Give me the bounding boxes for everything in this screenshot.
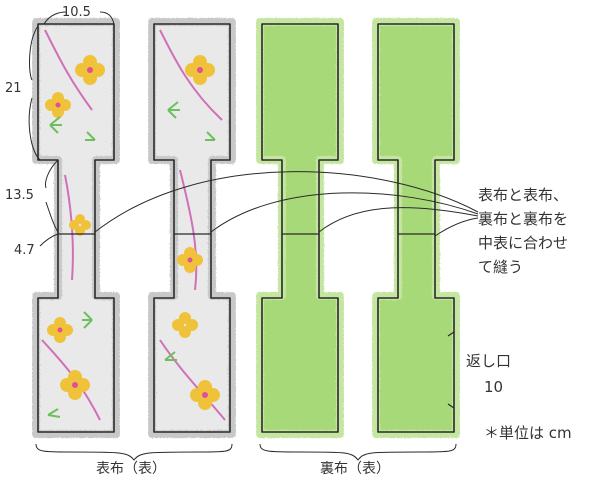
pink-stem	[179, 169, 198, 291]
lining-piece-1-texture	[256, 18, 344, 438]
flower	[185, 55, 215, 85]
leaf	[85, 131, 96, 141]
leaf	[205, 131, 216, 141]
callout-line	[434, 217, 479, 237]
brace-lining	[259, 443, 457, 461]
instruction-line-4: て縫う	[478, 258, 524, 276]
caption-outer: 表布（表）	[96, 461, 166, 477]
flower	[190, 380, 220, 410]
caption-lining: 裏布（表）	[320, 461, 390, 477]
flower	[177, 247, 203, 273]
lining-piece-1-outline	[261, 23, 339, 433]
leaf	[82, 311, 93, 329]
label-top-height: 21	[5, 81, 22, 96]
pink-stem	[44, 29, 93, 111]
lining-piece-2-outline	[377, 23, 455, 433]
label-top-width: 10.5	[62, 5, 91, 20]
instruction-text: 表布と表布、 裏布と裏布を 中表に合わせ て縫う	[478, 183, 568, 279]
label-opening-length: 10	[484, 378, 504, 396]
instruction-line-1: 表布と表布、	[478, 186, 569, 204]
flower	[69, 214, 91, 236]
label-opening: 返し口	[466, 352, 512, 370]
outer-fabric-piece-1	[32, 18, 120, 438]
flower	[60, 370, 90, 400]
opening-marker	[447, 331, 455, 409]
instruction-line-3: 中表に合わせ	[478, 234, 569, 252]
instruction-line-2: 裏布と裏布を	[478, 210, 569, 228]
lining-piece-2-texture	[372, 18, 460, 438]
flower	[75, 55, 105, 85]
dim-line-top-width	[43, 11, 115, 25]
dim-line-middle-width	[39, 233, 59, 247]
flower	[47, 317, 73, 343]
leaf	[49, 116, 62, 134]
leaf	[47, 408, 61, 418]
flower	[172, 312, 198, 338]
callout-line	[94, 171, 479, 233]
label-middle-height: 13.5	[5, 188, 34, 203]
leaf	[164, 351, 177, 361]
flower	[45, 92, 71, 118]
callout-line	[318, 207, 479, 233]
dim-line-middle-height	[45, 159, 59, 233]
outer-fabric-piece-2	[148, 18, 236, 438]
label-middle-width: 4.7	[14, 243, 35, 258]
outer-piece-2-outline	[153, 23, 231, 433]
lining-piece-2	[372, 18, 460, 438]
pink-stem	[159, 29, 223, 121]
callout-line	[210, 192, 479, 233]
brace-outer	[35, 443, 233, 461]
label-unit-note: ＊単位は cm	[484, 424, 572, 442]
pink-stem	[159, 339, 226, 421]
leaf	[167, 101, 180, 119]
lining-piece-1	[256, 18, 344, 438]
dim-line-top-height	[28, 25, 41, 161]
